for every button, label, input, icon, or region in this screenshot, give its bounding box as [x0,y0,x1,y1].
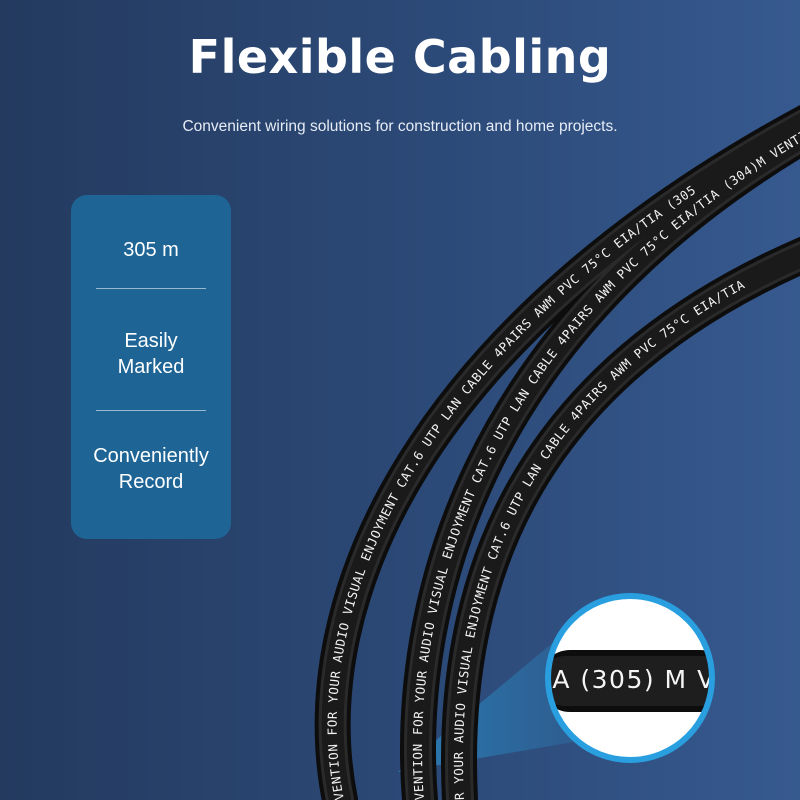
feature-length: 305 m [71,237,231,263]
feature-divider-1 [96,288,206,289]
zoom-cable-label: A (305) M V [552,665,715,694]
page-title: Flexible Cabling [188,30,612,84]
page-subtitle: Convenient wiring solutions for construc… [182,118,618,135]
zoom-magnifier: A (305) M V [545,593,715,763]
feature-marked-line-1: Easily [124,330,178,352]
feature-record: Conveniently Record [71,443,231,495]
feature-marked-line-2: Marked [117,356,185,378]
feature-marked: Easily Marked [71,328,231,380]
feature-record-line-1: Conveniently [93,445,209,467]
feature-divider-2 [96,410,206,411]
feature-card: 305 m Easily Marked Conveniently Record [71,195,231,539]
feature-length-line-1: 305 m [123,239,179,261]
feature-record-line-2: Record [118,471,184,493]
